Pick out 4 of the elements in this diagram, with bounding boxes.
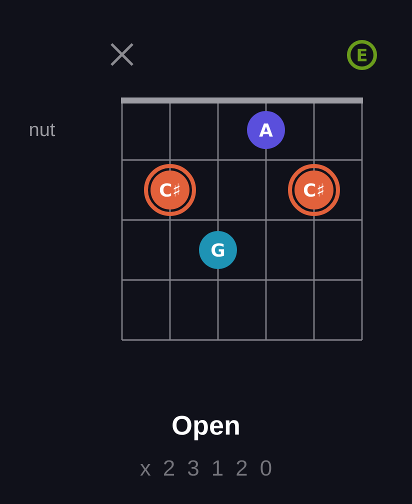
fingering-text: x 2 3 1 2 0 — [140, 460, 272, 476]
open-string-ring: E — [346, 40, 378, 70]
nut-label: nut — [30, 124, 56, 136]
chord-title: Open — [172, 416, 239, 440]
